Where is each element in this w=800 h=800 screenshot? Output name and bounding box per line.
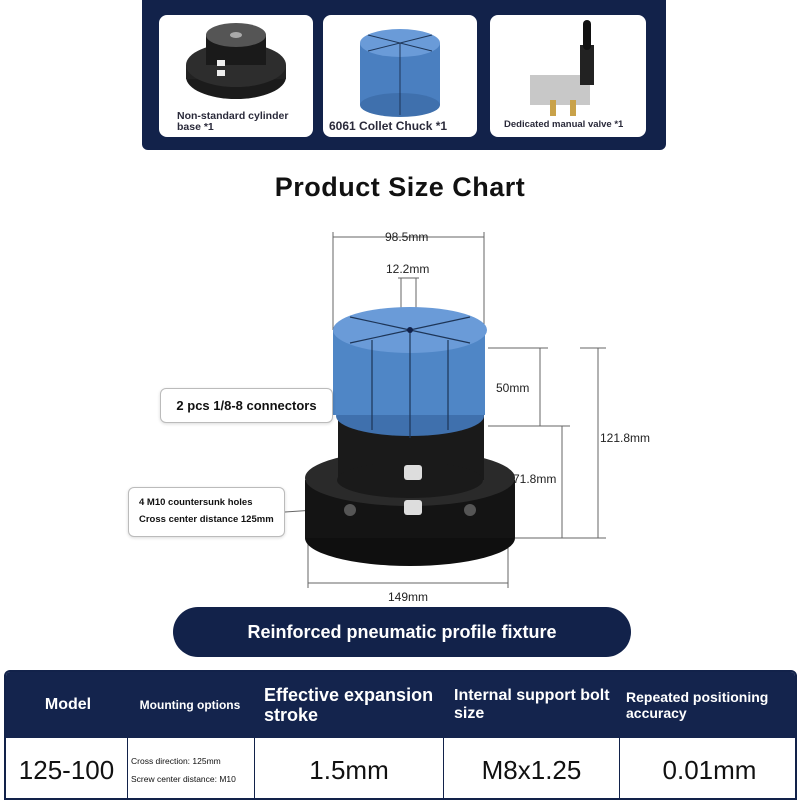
accessory-label: Dedicated manual valve *1 <box>504 119 624 130</box>
accessory-label: 6061 Collet Chuck *1 <box>329 119 448 133</box>
accessories-panel: Non-standard cylinder base *1 6061 Colle… <box>142 0 666 150</box>
cell-accuracy: 0.01mm <box>662 754 757 785</box>
cell-stroke: 1.5mm <box>255 738 444 798</box>
cell-mounting: Cross direction: 125mm Screw center dist… <box>128 738 255 798</box>
dim-top-diameter: 98.5mm <box>385 230 429 244</box>
holes-callout: 4 M10 countersunk holes Cross center dis… <box>128 487 285 537</box>
dim-flange-diameter: 149mm <box>388 590 429 604</box>
dim-total-height: 121.8mm <box>600 431 651 445</box>
page-title: Product Size Chart <box>274 172 526 202</box>
cell-model: 125-100 <box>6 738 128 798</box>
dim-center-hole: 12.2mm <box>386 262 430 276</box>
accessory-card: Dedicated manual valve *1 <box>490 15 646 137</box>
cylinder-base-image <box>186 23 286 99</box>
header-accuracy: Repeated positioning accuracy <box>626 689 769 721</box>
spec-table: Model Mounting options Effective expansi… <box>4 670 797 800</box>
fixture-diagram <box>284 232 606 588</box>
manual-valve-image <box>530 20 594 116</box>
dim-chuck-height: 50mm <box>496 381 530 395</box>
accessory-label: Non-standard cylinder base *1 <box>177 110 289 133</box>
header-stroke: Effective expansion stroke <box>264 685 434 725</box>
connectors-callout: 2 pcs 1/8-8 connectors <box>160 388 333 423</box>
collet-chuck-image <box>360 29 440 117</box>
cell-bolt: M8x1.25 <box>444 738 620 798</box>
mounting-line: Cross direction: 125mm <box>131 756 221 766</box>
accessory-card: 6061 Collet Chuck *1 <box>323 15 477 137</box>
accessory-card: Non-standard cylinder base *1 <box>159 15 313 137</box>
holes-label: 4 M10 countersunk holes <box>139 497 253 508</box>
product-banner: Reinforced pneumatic profile fixture <box>173 607 631 657</box>
mounting-line: Screw center distance: M10 <box>131 774 236 784</box>
header-model: Model <box>44 696 92 713</box>
header-bolt: Internal support bolt size <box>454 687 610 722</box>
header-mounting: Mounting options <box>139 698 241 712</box>
dim-base-height: 71.8mm <box>513 472 557 486</box>
table-header <box>6 672 795 738</box>
holes-distance-label: Cross center distance 125mm <box>139 514 274 525</box>
